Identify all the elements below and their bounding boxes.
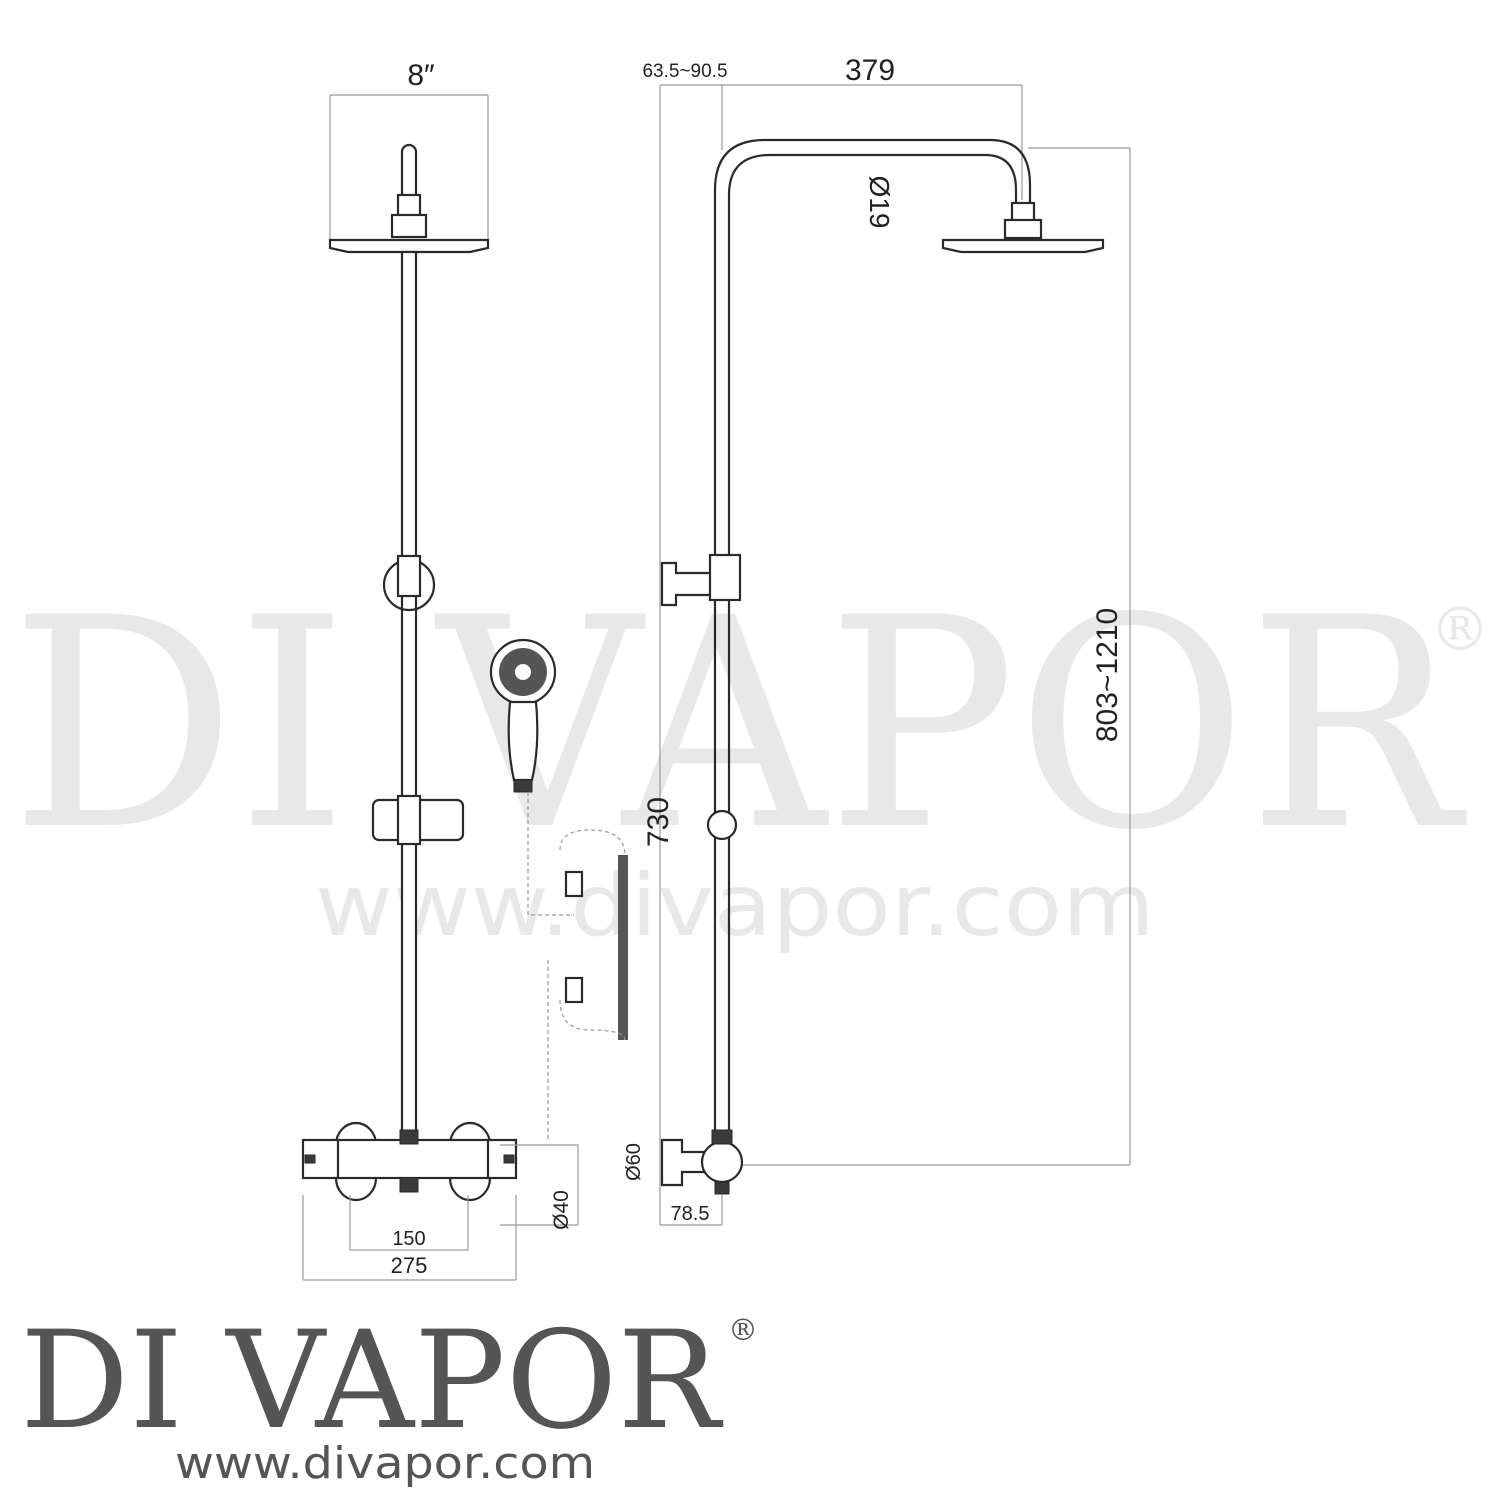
pipe-diameter-label: Ø19 xyxy=(864,176,895,229)
valve-knobs-bottom xyxy=(334,1176,492,1202)
valve-width-dimension-line xyxy=(302,1195,517,1281)
valve-column-connector xyxy=(399,1129,419,1145)
wall-depth-label: 78.5 xyxy=(671,1203,710,1225)
head-connector xyxy=(396,193,422,219)
side-valve-connector xyxy=(711,1129,733,1145)
front-view xyxy=(301,94,579,1281)
watermark-registered-mark: ® xyxy=(1430,595,1490,665)
thermostatic-valve-body xyxy=(301,1138,518,1180)
hand-shower-spray-center xyxy=(515,664,531,680)
side-holder-knob xyxy=(706,809,738,841)
logo-url: www.divapor.com xyxy=(175,1438,595,1489)
dimension-labels: 8″ 63.5~90.5 379 Ø19 803~1210 730 Ø60 78… xyxy=(391,54,1124,1278)
hose-nut-bottom xyxy=(564,976,584,1004)
riser-top xyxy=(400,143,418,217)
knob-diameter-label: Ø40 xyxy=(550,1190,573,1230)
knob-diameter-dimension-line xyxy=(500,1144,579,1226)
hose-route-dashed xyxy=(527,792,574,1140)
watermark: DI VAPOR ® www.divapor.com xyxy=(10,557,1490,956)
height-range-dimension-line xyxy=(740,147,1131,1166)
wall-depth-dimension-line xyxy=(660,1195,723,1226)
riser-pipe xyxy=(400,250,418,1134)
hose-nut-top xyxy=(564,870,584,898)
hand-shower-handle xyxy=(507,700,539,782)
logo-registered-mark: ® xyxy=(728,1313,758,1348)
side-view xyxy=(659,84,1131,1226)
side-bracket-clamp xyxy=(708,553,742,602)
inlet-diameter-label: Ø60 xyxy=(623,1143,645,1181)
valve-right-cap xyxy=(503,1154,515,1164)
inlet-centres-dimension-line xyxy=(349,1195,469,1251)
valve-knobs-top xyxy=(334,1121,492,1147)
arm-reach-dimension-line xyxy=(659,84,1023,1225)
side-valve-outlet xyxy=(714,1181,730,1195)
hand-shower-set xyxy=(489,638,628,1140)
head-ball-joint xyxy=(390,213,428,239)
inlet-centres-label: 150 xyxy=(392,1228,425,1250)
watermark-url: www.divapor.com xyxy=(315,856,1155,956)
side-head-ball-joint xyxy=(1003,218,1043,240)
head-size-dimension-line xyxy=(329,94,489,240)
holder-slider xyxy=(396,794,422,846)
valve-knob-edges xyxy=(336,1138,490,1180)
shower-head-side xyxy=(941,238,1105,254)
watermark-brand: DI VAPOR xyxy=(10,557,1468,894)
valve-width-label: 275 xyxy=(391,1253,428,1278)
valve-left-cap xyxy=(304,1154,316,1164)
shower-head-front xyxy=(328,238,490,254)
side-riser-inner xyxy=(727,153,1018,1137)
hose-coil-outline xyxy=(559,829,626,1041)
side-wall-inlet xyxy=(660,1138,707,1187)
shower-hose xyxy=(618,855,628,1040)
brand-logo: DI VAPOR ® www.divapor.com xyxy=(20,1302,758,1489)
hand-shower-connector xyxy=(513,779,533,793)
logo-wordmark: DI VAPOR xyxy=(20,1302,723,1459)
wall-bracket-clamp xyxy=(396,554,422,598)
head-size-label: 8″ xyxy=(407,59,435,92)
arm-reach-label: 379 xyxy=(845,54,895,87)
hose-length-label: 730 xyxy=(642,797,675,847)
side-riser-outer xyxy=(713,138,1032,1137)
arm-offset-label: 63.5~90.5 xyxy=(642,61,727,82)
side-valve-body xyxy=(700,1140,744,1184)
height-range-label: 803~1210 xyxy=(1091,608,1124,742)
valve-outlet xyxy=(399,1177,419,1193)
